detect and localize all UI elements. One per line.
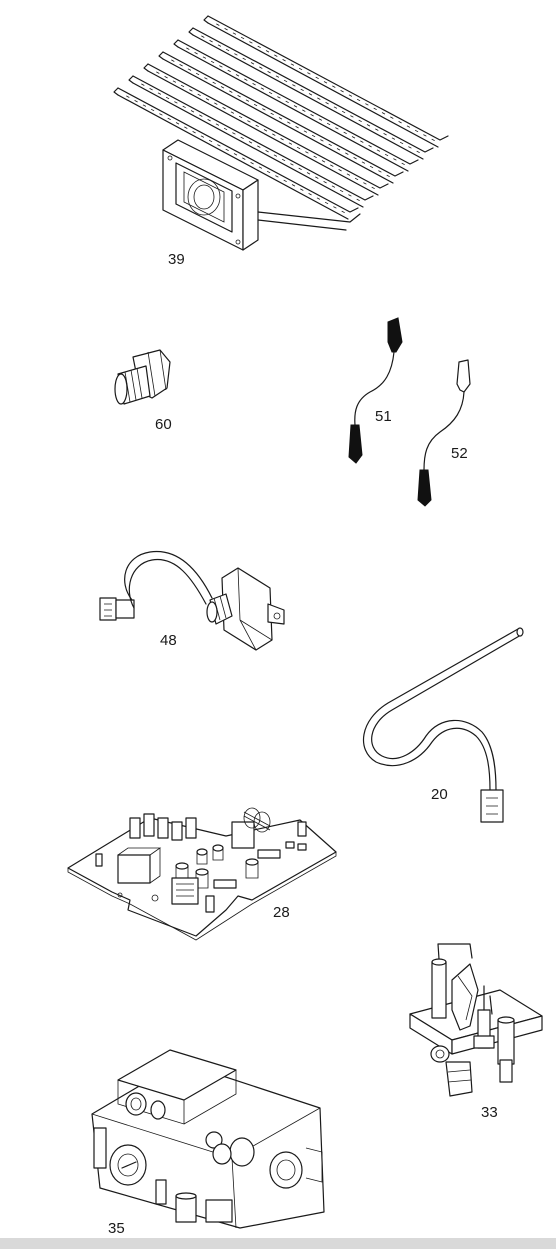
burner-rail-cap bbox=[143, 63, 149, 72]
burner-rail-cap bbox=[173, 39, 179, 48]
part-60-plug bbox=[114, 349, 171, 405]
part-label-52: 52 bbox=[451, 445, 468, 462]
part-35-gas-valve bbox=[91, 1049, 325, 1229]
burner-rail bbox=[117, 87, 359, 213]
burner-rail-edge bbox=[132, 82, 364, 208]
burner-rail-edge bbox=[207, 22, 439, 148]
part-52-lead bbox=[417, 359, 471, 507]
part-label-20: 20 bbox=[431, 786, 448, 803]
burner-ports bbox=[141, 83, 360, 202]
burner-rail bbox=[192, 27, 434, 153]
burner-rail-edge bbox=[117, 94, 349, 220]
part-label-60: 60 bbox=[155, 416, 172, 433]
burner-rail bbox=[147, 63, 389, 189]
part-label-33: 33 bbox=[481, 1104, 498, 1121]
burner-ports bbox=[216, 23, 435, 142]
part-39-burner-assembly bbox=[113, 15, 449, 251]
burner-ports bbox=[156, 71, 375, 190]
burner-rail-edge bbox=[177, 46, 409, 172]
burner-ports bbox=[201, 35, 420, 154]
burner-rail bbox=[132, 75, 374, 201]
burner-rail bbox=[207, 15, 449, 141]
burner-rail-edge bbox=[162, 58, 394, 184]
part-label-48: 48 bbox=[160, 632, 177, 649]
part-51-lead bbox=[348, 317, 403, 464]
part-28-pcb bbox=[67, 807, 337, 941]
burner-rail-edge bbox=[192, 34, 424, 160]
burner-rail-edge bbox=[147, 70, 379, 196]
burner-rail bbox=[162, 51, 404, 177]
part-label-39: 39 bbox=[168, 251, 185, 268]
burner-rail-cap bbox=[113, 87, 119, 96]
part-48-sensor bbox=[99, 550, 285, 651]
burner-rail-cap bbox=[188, 27, 194, 36]
part-label-28: 28 bbox=[273, 904, 290, 921]
page-bottom-bar bbox=[0, 1238, 556, 1249]
burner-ports bbox=[186, 47, 405, 166]
burner-rail-cap bbox=[128, 75, 134, 84]
part-33-pilot-burner bbox=[409, 943, 543, 1097]
part-label-51: 51 bbox=[375, 408, 392, 425]
burner-rail-cap bbox=[203, 15, 209, 24]
part-label-35: 35 bbox=[108, 1220, 125, 1237]
part-20-probe bbox=[362, 627, 524, 823]
burner-rail-cap bbox=[158, 51, 164, 60]
burner-ports bbox=[126, 95, 345, 214]
burner-ports bbox=[171, 59, 390, 178]
burner-rail bbox=[177, 39, 419, 165]
